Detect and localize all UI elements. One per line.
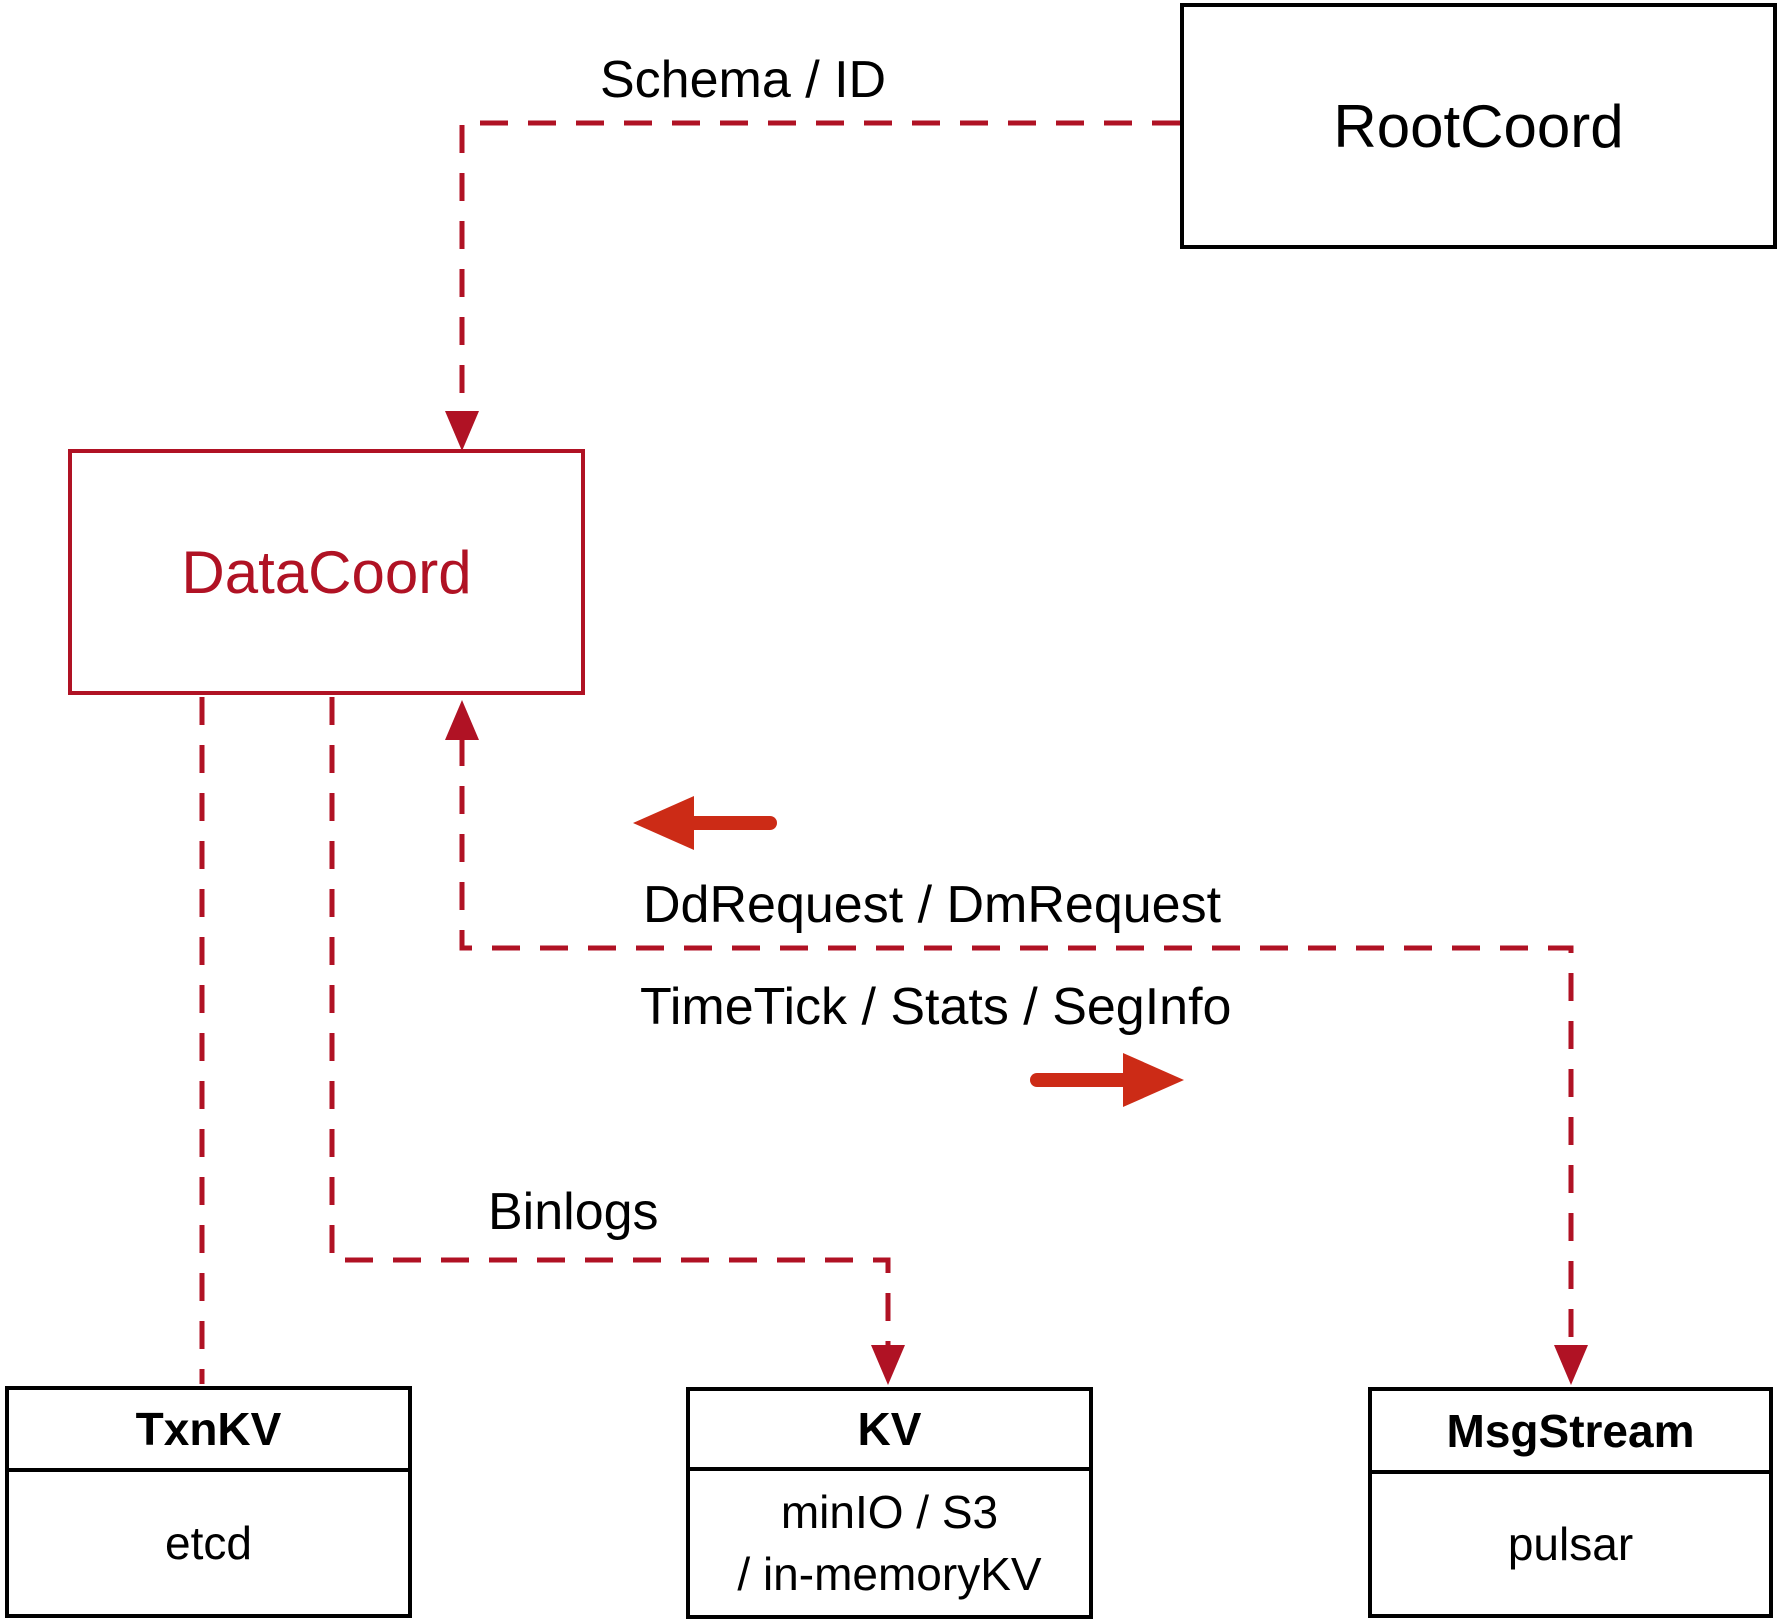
node-txnkv-subtitle: etcd — [165, 1517, 252, 1569]
node-kv-subtitle-line1: minIO / S3 — [780, 1486, 999, 1538]
node-datacoord: DataCoord — [68, 449, 585, 695]
connector-schema-id-line — [459, 120, 1180, 412]
node-txnkv-title: TxnKV — [9, 1390, 408, 1472]
edge-label-binlogs: Binlogs — [488, 1183, 659, 1241]
edge-label-schema-id: Schema / ID — [600, 51, 887, 109]
node-txnkv: TxnKV etcd — [5, 1386, 412, 1618]
arrowhead-into-kv-icon — [871, 1345, 905, 1385]
arrowhead-into-datacoord-bottom-icon — [445, 700, 479, 740]
flow-left-arrowhead-icon — [633, 796, 694, 850]
node-kv: KV minIO / S3 / in-memoryKV — [686, 1387, 1093, 1619]
node-msgstream-subtitle: pulsar — [1507, 1518, 1634, 1570]
arrowhead-into-msgstream-icon — [1554, 1345, 1588, 1385]
node-msgstream-title: MsgStream — [1372, 1391, 1769, 1474]
node-msgstream: MsgStream pulsar — [1368, 1387, 1773, 1618]
node-rootcoord-label: RootCoord — [1333, 92, 1624, 160]
edge-label-ddrequest-dmrequest: DdRequest / DmRequest — [643, 876, 1222, 934]
node-kv-title: KV — [690, 1391, 1089, 1471]
arrowhead-into-datacoord-top-icon — [445, 411, 479, 451]
flow-right-arrowhead-icon — [1123, 1053, 1184, 1107]
node-rootcoord: RootCoord — [1180, 3, 1777, 249]
node-datacoord-label: DataCoord — [181, 538, 472, 606]
node-kv-subtitle-line2: / in-memoryKV — [737, 1548, 1042, 1600]
edge-label-timetick-stats-seginfo: TimeTick / Stats / SegInfo — [640, 978, 1232, 1036]
connector-datacoord-msgstream-line — [459, 738, 1574, 1348]
